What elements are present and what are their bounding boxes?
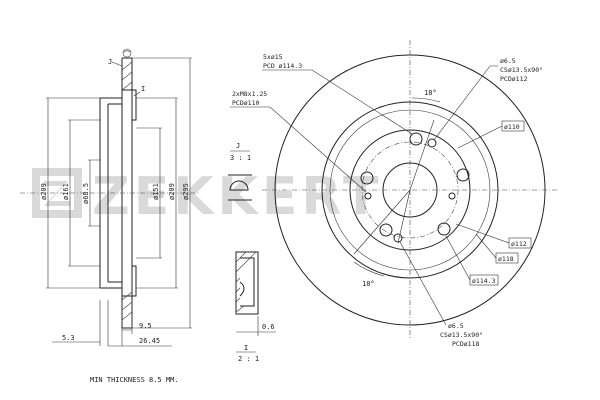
dim-diameter-2: ø68.5 <box>82 183 90 204</box>
callout-threads-size: 2xM8x1.25 <box>232 90 267 98</box>
watermark-text: ZEKKERT <box>92 167 383 227</box>
diameter-dimensions: ø209 ø161 ø68.5 ø151 ø209 ø295 <box>40 57 192 329</box>
callout-countersink-top: ø6.5 CSø13.5x90° PCDø112 <box>433 57 543 141</box>
section-label-i: I <box>141 85 145 93</box>
pcd-tag-1: ø112 <box>511 240 527 248</box>
callout-bolts: 5xø15 PCD ø114.3 <box>262 53 413 135</box>
bolt-holes <box>360 132 470 237</box>
pcd-tag-2: ø118 <box>498 255 514 263</box>
callout-bolts-count: 5xø15 <box>263 53 283 61</box>
dim-width-2: 26.45 <box>139 337 160 345</box>
detail-j-title: J <box>236 142 240 150</box>
callout-cs-bottom-cs: CSø13.5x90° <box>440 331 483 339</box>
callout-threads: 2xM8x1.25 PCDø110 <box>230 90 367 193</box>
pcd-tag-0: ø110 <box>504 123 520 131</box>
pcd-tag-3: ø114.3 <box>472 277 496 285</box>
detail-j-scale: 3 : 1 <box>230 154 251 162</box>
dim-diameter-0: ø209 <box>40 183 48 200</box>
detail-j: J 3 : 1 <box>228 142 252 201</box>
callout-countersink-bottom: ø6.5 CSø13.5x90° PCDø118 <box>399 241 483 348</box>
callout-cs-bottom-pcd: PCDø118 <box>452 340 479 348</box>
pcd-tags: ø110 ø112 ø118 ø114.3 <box>445 120 532 286</box>
min-thickness-note: MIN THICKNESS 8.5 MM. <box>90 376 179 384</box>
callout-cs-bottom-hole: ø6.5 <box>448 322 464 330</box>
callout-bolts-pcd: PCD ø114.3 <box>263 62 302 70</box>
detail-i: 0.6 I 2 : 1 <box>235 251 276 363</box>
detail-i-scale: 2 : 1 <box>238 355 259 363</box>
angle-bottom: 18° <box>362 280 375 288</box>
detail-i-dim: 0.6 <box>262 323 275 331</box>
callout-threads-pcd: PCDø110 <box>232 99 259 107</box>
callout-cs-top-pcd: PCDø112 <box>500 75 527 83</box>
dim-width-1: 9.5 <box>139 322 152 330</box>
dim-diameter-5: ø295 <box>182 183 190 200</box>
dim-width-0: 5.3 <box>62 334 75 342</box>
callout-cs-top-hole: ø6.5 <box>500 57 516 65</box>
callout-cs-top-cs: CSø13.5x90° <box>500 66 543 74</box>
width-dimensions: 5.3 9.5 26.45 <box>52 300 172 347</box>
angle-top: 18° <box>424 89 437 97</box>
front-view: 18° 18° 5xø15 PCD ø114.3 2xM8x1.25 PCDø1… <box>230 40 558 348</box>
dim-diameter-1: ø161 <box>62 183 70 200</box>
dim-diameter-3: ø151 <box>152 183 160 200</box>
detail-i-title: I <box>244 344 248 352</box>
section-view: J I ø209 ø161 ø68.5 ø151 ø209 ø295 5.3 9… <box>20 48 200 347</box>
section-label-j: J <box>108 58 112 66</box>
dim-diameter-4: ø209 <box>168 183 176 200</box>
